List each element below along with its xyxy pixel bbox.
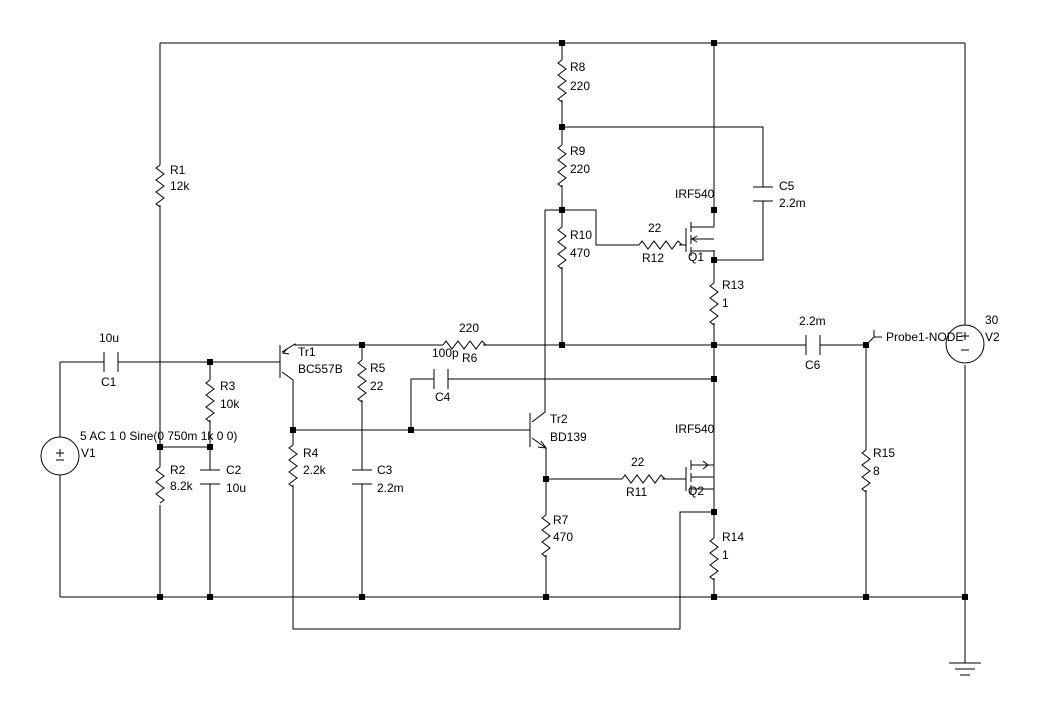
label-r15-value: 8 [873, 464, 880, 478]
label-c3-name: C3 [377, 463, 393, 477]
resistor-r15 [861, 449, 871, 493]
resistor-r13 [709, 282, 719, 326]
resistor-r8 [557, 59, 567, 103]
label-r3-value: 10k [220, 397, 240, 411]
junction-dots [157, 40, 968, 600]
mosfet-q2 [685, 460, 714, 494]
label-r11-name: R11 [626, 485, 647, 499]
label-r12-value: 22 [648, 221, 662, 235]
label-r14-value: 1 [722, 548, 729, 562]
voltage-source-v2 [945, 324, 985, 364]
label-r15-name: R15 [873, 446, 895, 460]
label-r10-value: 470 [570, 246, 590, 260]
label-c4-name: C4 [435, 390, 451, 404]
resistor-r3 [205, 379, 215, 423]
label-q1-part: IRF540 [675, 187, 715, 201]
label-r14-name: R14 [722, 530, 744, 544]
label-r13-name: R13 [722, 278, 744, 292]
label-tr2-part: BD139 [550, 430, 587, 444]
label-v2-name: V2 [985, 330, 1000, 344]
label-c6-name: C6 [805, 358, 821, 372]
label-q2-name: Q2 [688, 484, 704, 498]
label-v1-spec: 5 AC 1 0 Sine(0 750m 1k 0 0) [80, 429, 237, 443]
label-c1-name: C1 [101, 375, 117, 389]
label-r12-name: R12 [642, 251, 664, 265]
label-r4-value: 2.2k [303, 463, 327, 477]
resistor-r4 [288, 444, 298, 488]
component-labels: R1 12k R2 8.2k R3 10k R4 2.2k R5 22 220 … [80, 60, 1000, 562]
label-c6-value: 2.2m [799, 314, 826, 328]
label-c5-name: C5 [779, 179, 795, 193]
label-v1-name: V1 [81, 446, 96, 460]
label-r7-value: 470 [553, 530, 573, 544]
label-r11-value: 22 [631, 455, 645, 469]
voltage-source-v1 [40, 436, 80, 476]
capacitors [103, 186, 821, 485]
mosfet-q1 [685, 222, 715, 256]
label-c4-value: 100p [432, 346, 459, 360]
label-r7-name: R7 [553, 513, 569, 527]
resistor-r14 [709, 537, 719, 581]
resistor-r1 [155, 164, 165, 208]
capacitor-c4 [433, 369, 449, 389]
label-r2-value: 8.2k [170, 479, 194, 493]
label-c5-value: 2.2m [779, 196, 806, 210]
label-r1-value: 12k [170, 179, 190, 193]
resistor-r5 [357, 359, 367, 403]
label-r2-name: R2 [170, 463, 186, 477]
label-tr2-name: Tr2 [550, 412, 568, 426]
label-c3-value: 2.2m [377, 481, 404, 495]
label-r3-name: R3 [220, 379, 236, 393]
label-r5-value: 22 [370, 379, 384, 393]
label-r9-name: R9 [570, 144, 586, 158]
wires [59, 42, 966, 663]
resistor-r11 [621, 474, 666, 484]
resistor-r12 [638, 240, 683, 250]
capacitor-c1 [103, 352, 119, 372]
label-r6-name: R6 [462, 351, 478, 365]
resistor-r7 [541, 514, 551, 558]
capacitor-c2 [200, 469, 220, 485]
capacitor-c6 [805, 335, 821, 355]
label-r9-value: 220 [570, 162, 590, 176]
label-v2-value: 30 [985, 313, 999, 327]
ground-icon [949, 662, 981, 676]
transistor-tr2 [529, 413, 548, 449]
capacitor-c3 [352, 469, 372, 485]
label-r4-name: R4 [303, 446, 319, 460]
transistor-tr1 [279, 345, 290, 378]
label-r6-value: 220 [459, 321, 479, 335]
label-probe: Probe1-NODE [886, 330, 963, 344]
label-q2-part: IRF540 [675, 422, 715, 436]
resistor-r10 [557, 226, 567, 270]
label-tr1-name: Tr1 [298, 345, 316, 359]
label-r13-value: 1 [722, 296, 729, 310]
label-r1-name: R1 [170, 163, 186, 177]
resistors [155, 59, 871, 581]
label-tr1-part: BC557B [298, 362, 343, 376]
label-q1-name: Q1 [688, 250, 704, 264]
label-r5-name: R5 [370, 361, 386, 375]
label-c2-value: 10u [226, 481, 246, 495]
resistor-r6 [442, 340, 487, 350]
capacitor-c5 [753, 186, 773, 202]
label-r8-value: 220 [570, 79, 590, 93]
label-c2-name: C2 [226, 463, 242, 477]
resistor-r9 [557, 144, 567, 188]
resistor-r2 [155, 466, 165, 504]
label-r8-name: R8 [570, 60, 586, 74]
label-c1-value: 10u [99, 331, 119, 345]
label-r10-name: R10 [570, 228, 592, 242]
